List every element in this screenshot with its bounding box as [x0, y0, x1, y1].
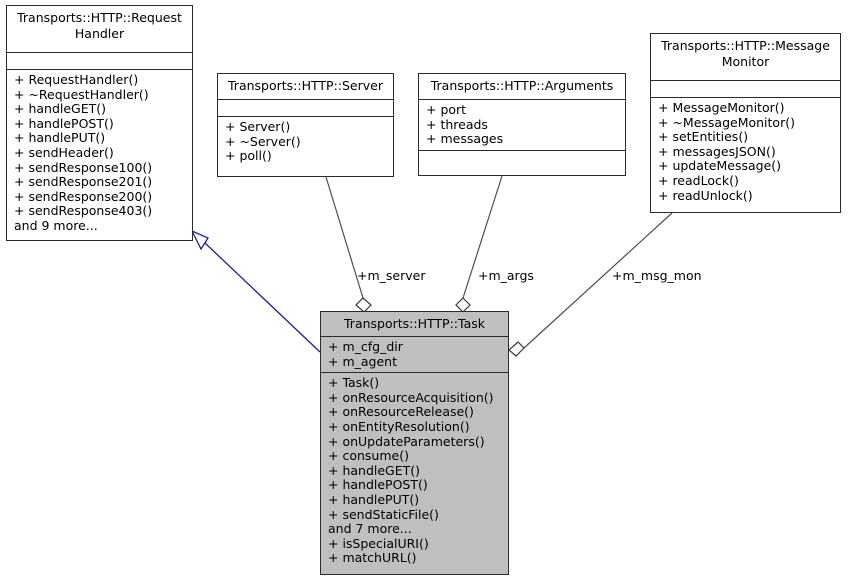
class-node-arguments[interactable]: Transports::HTTP::Arguments + port + thr…: [418, 73, 626, 176]
class-member: + Server(): [225, 119, 291, 134]
aggregation-edge-server-task: [325, 176, 372, 313]
class-member: + poll(): [225, 148, 272, 164]
class-node-title-compartment: Transports::HTTP::Task: [321, 312, 508, 337]
class-member: + sendResponse100(): [14, 159, 153, 175]
class-title-task: Transports::HTTP::Task: [344, 316, 485, 331]
class-member: + handlePUT(): [328, 491, 420, 507]
class-member: + MessageMonitor(): [658, 100, 785, 115]
inheritance-edge-task-requesthandler: [190, 229, 321, 353]
class-title-server: Transports::HTTP::Server: [228, 78, 383, 93]
class-node-methods-compartment: + MessageMonitor() + ~MessageMonitor() +…: [651, 98, 840, 206]
class-member: + port: [426, 102, 467, 117]
class-node-request-handler[interactable]: Transports::HTTP::Request Handler + Requ…: [6, 5, 193, 241]
class-member: + updateMessage(): [658, 158, 782, 174]
class-node-attributes-compartment: + m_cfg_dir + m_agent: [321, 337, 508, 374]
class-title-arguments: Transports::HTTP::Arguments: [430, 78, 614, 93]
class-member: + handleGET(): [14, 101, 107, 117]
class-node-methods-compartment: [419, 151, 625, 174]
class-member: + Task(): [328, 375, 380, 391]
class-member: + messages: [426, 131, 504, 147]
class-member: + RequestHandler(): [14, 72, 139, 87]
class-node-attributes-compartment: [651, 81, 840, 98]
class-member: + ~MessageMonitor(): [658, 114, 795, 130]
class-member: + matchURL(): [328, 550, 417, 566]
class-member: + messagesJSON(): [658, 143, 776, 159]
class-node-title-compartment: Transports::HTTP::Arguments: [419, 74, 625, 100]
class-node-methods-compartment: + RequestHandler() + ~RequestHandler() +…: [7, 70, 192, 237]
class-member: + onUpdateParameters(): [328, 433, 485, 449]
class-title-message-monitor: Transports::HTTP::Message Monitor: [661, 38, 830, 69]
class-member: + sendHeader(): [14, 144, 114, 160]
class-member-more: and 9 more...: [14, 217, 98, 233]
class-member: + sendResponse201(): [14, 174, 153, 190]
class-node-title-compartment: Transports::HTTP::Server: [218, 74, 393, 100]
class-member: + sendStaticFile(): [328, 506, 439, 522]
class-member: + sendResponse403(): [14, 203, 153, 219]
class-member: + m_agent: [328, 353, 397, 369]
class-member: + ~Server(): [225, 133, 301, 149]
class-node-methods-compartment: + Server() + ~Server() + poll(): [218, 117, 393, 167]
class-node-server[interactable]: Transports::HTTP::Server + Server() + ~S…: [217, 73, 394, 177]
aggregation-edge-arguments-task: [455, 175, 503, 313]
class-member: + handlePOST(): [14, 115, 114, 131]
edge-label-m-server: +m_server: [357, 268, 426, 283]
class-member: + readLock(): [658, 172, 739, 188]
class-member: + onEntityResolution(): [328, 418, 470, 434]
class-member: + ~RequestHandler(): [14, 86, 149, 102]
class-node-attributes-compartment: [218, 100, 393, 117]
class-member: + onResourceRelease(): [328, 404, 474, 420]
aggregation-edge-messagemonitor-task: [508, 212, 673, 357]
class-member: + handlePUT(): [14, 130, 106, 146]
class-member: + isSpecialURI(): [328, 535, 429, 551]
class-node-task[interactable]: Transports::HTTP::Task + m_cfg_dir + m_a…: [320, 311, 509, 575]
class-member: + readUnlock(): [658, 187, 753, 203]
class-node-attributes-compartment: + port + threads + messages: [419, 100, 625, 151]
class-node-message-monitor[interactable]: Transports::HTTP::Message Monitor + Mess…: [650, 33, 841, 213]
edge-label-m-msg-mon: +m_msg_mon: [612, 268, 702, 283]
class-member: + sendResponse200(): [14, 188, 153, 204]
edge-label-m-args: +m_args: [478, 268, 534, 283]
class-node-title-compartment: Transports::HTTP::Request Handler: [7, 6, 192, 53]
class-title-request-handler: Transports::HTTP::Request Handler: [17, 10, 182, 41]
class-member: + setEntities(): [658, 129, 749, 145]
class-member: + handleGET(): [328, 462, 421, 478]
class-node-attributes-compartment: [7, 53, 192, 70]
class-member: + threads: [426, 116, 488, 132]
class-member: + handlePOST(): [328, 477, 428, 493]
class-member-more: and 7 more...: [328, 521, 412, 537]
class-member: + m_cfg_dir: [328, 339, 403, 354]
class-node-methods-compartment: + Task() + onResourceAcquisition() + onR…: [321, 373, 508, 569]
class-node-title-compartment: Transports::HTTP::Message Monitor: [651, 34, 840, 81]
class-member: + consume(): [328, 448, 409, 464]
class-member: + onResourceAcquisition(): [328, 389, 494, 405]
